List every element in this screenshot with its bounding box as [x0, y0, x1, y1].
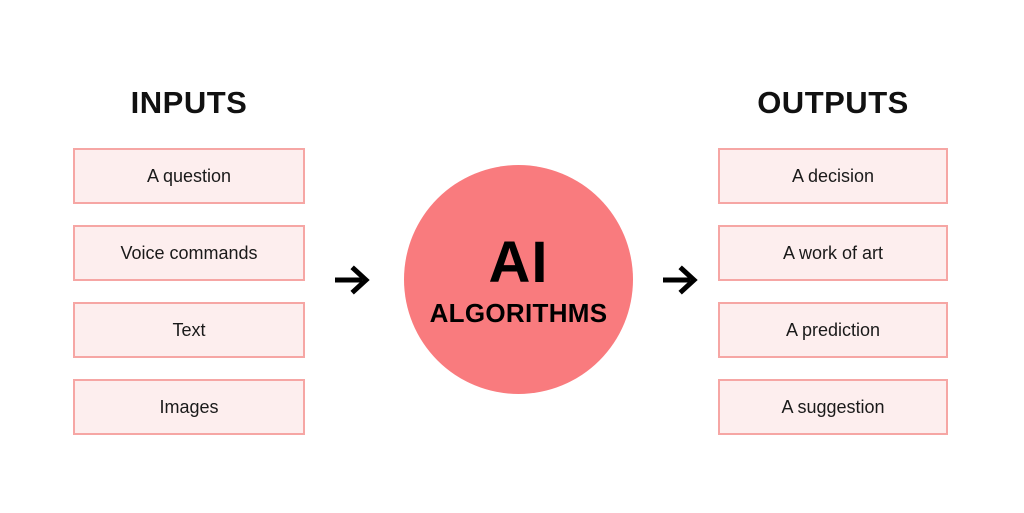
output-item-label: A prediction: [785, 320, 881, 340]
output-item-label: A decision: [791, 166, 875, 186]
inputs-column: A question Voice commands Text Images: [73, 148, 305, 435]
ai-circle-title: AI: [488, 229, 549, 295]
input-item-4[interactable]: Images: [73, 379, 305, 435]
outputs-column: A decision A work of art A prediction A …: [718, 148, 948, 435]
output-item-label: A work of art: [782, 243, 884, 263]
input-item-1[interactable]: A question: [73, 148, 305, 204]
input-item-label: Images: [159, 397, 219, 417]
outputs-heading: OUTPUTS: [757, 85, 909, 120]
output-item-3[interactable]: A prediction: [718, 302, 948, 358]
arrow-inputs-to-ai: [334, 263, 370, 297]
input-item-label: Text: [172, 320, 206, 340]
ai-circle-subtitle: ALGORITHMS: [429, 297, 608, 328]
ai-algorithms-circle: AI ALGORITHMS: [404, 165, 633, 394]
output-item-4[interactable]: A suggestion: [718, 379, 948, 435]
inputs-heading: INPUTS: [130, 85, 248, 120]
output-item-1[interactable]: A decision: [718, 148, 948, 204]
arrow-ai-to-outputs: [662, 263, 698, 297]
input-item-2[interactable]: Voice commands: [73, 225, 305, 281]
input-item-3[interactable]: Text: [73, 302, 305, 358]
output-item-2[interactable]: A work of art: [718, 225, 948, 281]
input-item-label: Voice commands: [120, 243, 258, 263]
input-item-label: A question: [146, 166, 232, 186]
output-item-label: A suggestion: [781, 397, 885, 417]
